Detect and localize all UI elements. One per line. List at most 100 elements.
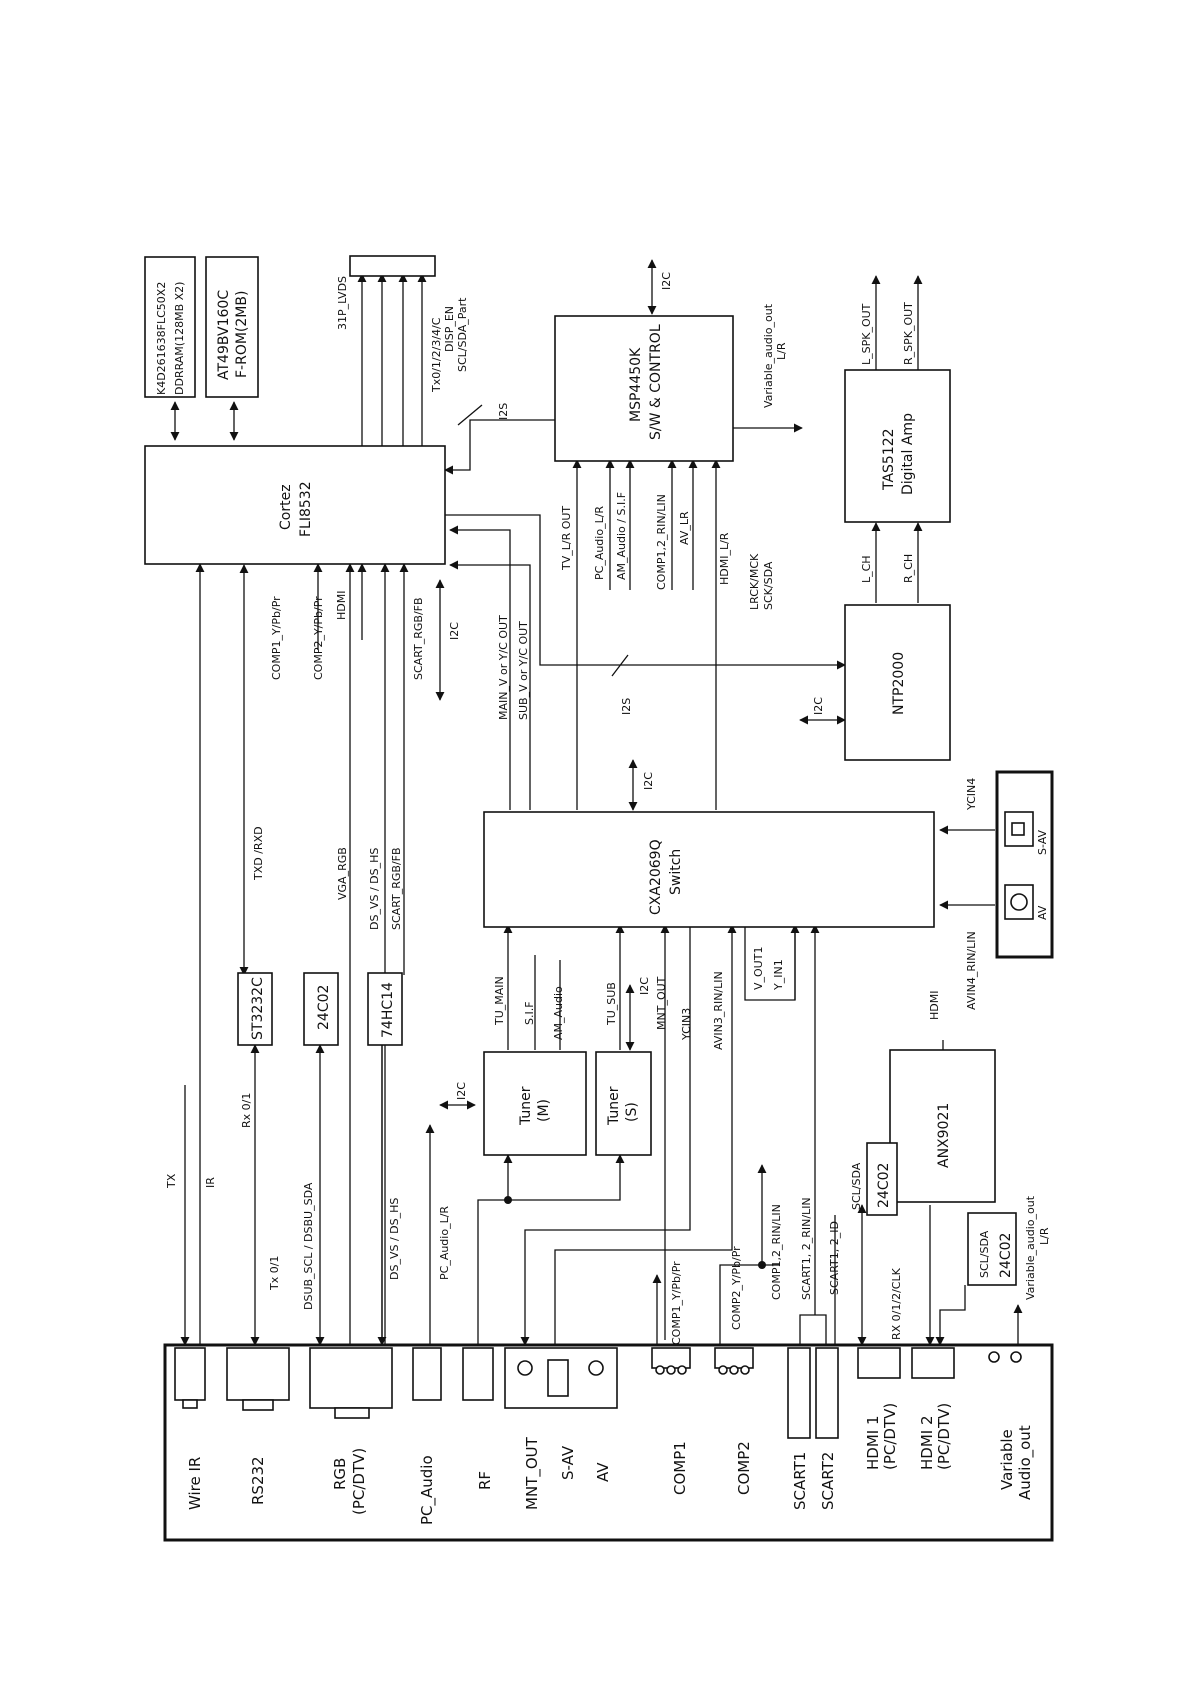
sig-lrck-2: SCK/SDA [762,561,775,610]
sig-comp2-ypbpr: COMP2_Y/Pb/Pr [312,596,325,680]
panel-scart1: SCART1 [791,1452,809,1510]
ntp-label: NTP2000 [891,652,907,715]
sig-i2c-cxa: I2C [642,772,655,790]
sig-am-audio: AM_Audio [552,986,565,1040]
panel-var-audio-2: Audio_out [1016,1425,1035,1500]
panel-rgb-2: (PC/DTV) [350,1448,368,1515]
panel-comp2: COMP2 [735,1441,753,1495]
hc14-label: 74HC14 [380,982,396,1038]
sig-hdmi: HDMI [335,591,348,620]
sig-r-ch: R_CH [902,554,915,583]
lvds-signal-2: DISP_EN [443,306,456,352]
sig-l-ch: L_CH [860,555,873,583]
sig-rx01: Rx 0/1 [240,1093,253,1128]
sig-i2c-cortez: I2C [448,622,461,640]
panel-rs232: RS232 [249,1456,267,1505]
panel-s-av: S-AV [559,1445,577,1480]
panel-mnt-out: MNT_OUT [523,1436,542,1510]
e24c02c-label: 24C02 [998,1233,1014,1278]
sig-v-out1: V_OUT1 [752,947,765,990]
sig-l-spk-out: L_SPK_OUT [860,303,873,365]
ddr-block: K4D261638FLC50X2 DDRRAM(128MB X2) [144,256,196,398]
sig-tx01: Tx 0/1 [268,1256,281,1291]
panel-hdmi1-1: HDMI 1 [864,1415,882,1470]
sig-scart-rgb-fb2: SCART_RGB/FB [390,847,403,930]
sig-var-audio-1: Variable_audio_out [762,303,775,408]
panel-hdmi1-2: (PC/DTV) [881,1403,899,1470]
sig-ds-vs-hs2: DS_VS / DS_HS [388,1198,401,1280]
sig-pc-audio-lr: PC_Audio_L/R [593,506,606,580]
lvds-signal-1: Tx0/1/2/3/4/C [430,317,443,393]
sig-var-audio-2: L/R [775,342,788,360]
st3232-block: ST3232C [237,972,273,1046]
panel-pc-audio: PC_Audio [418,1455,437,1525]
sig-ds-vs-hs: DS_VS / DS_HS [368,848,381,930]
sig-y-in1: Y_IN1 [772,959,785,991]
sig-scart-rgb-fb: SCART_RGB/FB [412,597,425,680]
ntp-block: NTP2000 [844,604,951,761]
sig-var-out2-1: Variable_audio_out [1024,1195,1037,1300]
tas-block: TAS5122 Digital Amp [844,369,951,523]
panel-hdmi2-1: HDMI 2 [918,1415,936,1470]
sig-avin4: AVIN4_RIN/LIN [965,931,978,1010]
sig-i2c-ntp: I2C [812,697,825,715]
sig-i2s-cortez: I2S [497,403,510,420]
msp-label-2: S/W & CONTROL [648,324,664,440]
sig-lrck-1: LRCK/MCK [748,553,761,610]
sig-tu-sub: TU_SUB [605,982,618,1026]
sig-sif: S.I.F [523,1001,536,1025]
sig-avin3: AVIN3_RIN/LIN [712,971,725,1050]
sig-tu-main: TU_MAIN [493,976,506,1026]
signal-labels: I2S I2C Variable_audio_out L/R L_SPK_OUT… [165,272,1051,1345]
sig-var-out2-2: L/R [1038,1227,1051,1245]
panel-comp1: COMP1 [671,1441,689,1495]
sig-main-v: MAIN_V or Y/C OUT [497,615,510,720]
tuner-m-label-1: Tuner [518,1086,534,1126]
flash-label-1: AT49BV160C [216,290,232,380]
panel-var-audio-1: Variable [998,1429,1016,1490]
cortez-label-2: FLI8532 [298,481,314,537]
lvds-connector-label: 31P_LVDS [336,276,349,330]
sig-scl-sda1: SCL/SDA [850,1162,863,1210]
sig-i2c-tuner: I2C [638,977,651,995]
sig-scart12-rin: SCART1, 2_RIN/LIN [800,1197,813,1300]
sig-vga-rgb: VGA_RGB [336,847,349,900]
sig-tv-lr-out: TV_L/R OUT [560,506,573,571]
hc14-block: 74HC14 [367,972,403,1046]
tuner-s-label-2: (S) [624,1102,640,1122]
e24c02c-block: 24C02 [967,1212,1017,1286]
sig-rx0123: RX 0/1/2/CLK [890,1267,903,1340]
lvds-connector: 31P_LVDS Tx0/1/2/3/4/C DISP_EN SCL/SDA_P… [336,255,469,393]
sig-comp2-y: COMP2_Y/Pb/Pr [730,1246,743,1330]
panel-av: AV [594,1462,612,1482]
side-jack-av: AV [1036,905,1049,920]
side-jack-box: S-AV AV [995,770,1054,959]
tuner-s-block: Tuner (S) [595,1051,652,1156]
sig-comp12-rin: COMP1,2_RIN/LIN [770,1204,783,1300]
sig-i2s-ntp: I2S [620,698,633,715]
lvds-signal-3: SCL/SDA_Part [456,297,469,372]
cortez-block: Cortez FLI8532 [144,445,446,565]
tas-label-1: TAS5122 [881,428,897,491]
panel-hdmi2-2: (PC/DTV) [935,1403,953,1470]
sig-pc-audio-lr2: PC_Audio_L/R [438,1206,451,1280]
tas-label-2: Digital Amp [900,413,916,495]
ddr-label-1: K4D261638FLC50X2 [155,282,168,395]
sig-scart12-id: SCART1, 2_ID [828,1221,841,1295]
sig-comp1-ypbpr: COMP1_Y/Pb/Pr [270,596,283,680]
anx-block: ANX9021 [889,1049,996,1203]
flash-label-2: F-ROM(2MB) [234,291,250,378]
panel-rgb-1: RGB [331,1458,349,1490]
msp-label-1: MSP4450K [628,347,644,422]
sig-ir: IR [204,1177,217,1188]
sig-am-audio-sif: AM_Audio / S.I.F [615,492,628,580]
sig-i2c-tuner-m: I2C [455,1082,468,1100]
sig-hdmi-lr: HDMI_L/R [718,532,731,585]
sig-dsub: DSUB_SCL / DSBU_SDA [302,1182,315,1310]
sig-comp1-y: COMP1_Y/Pb/Pr [670,1261,683,1345]
st3232-label: ST3232C [250,977,266,1040]
sig-ycin4: YCIN4 [965,778,978,811]
panel-wire-ir: Wire IR [186,1457,204,1510]
cxa-label-2: Switch [668,849,684,895]
sig-sub-v: SUB_V or Y/C OUT [517,621,530,720]
